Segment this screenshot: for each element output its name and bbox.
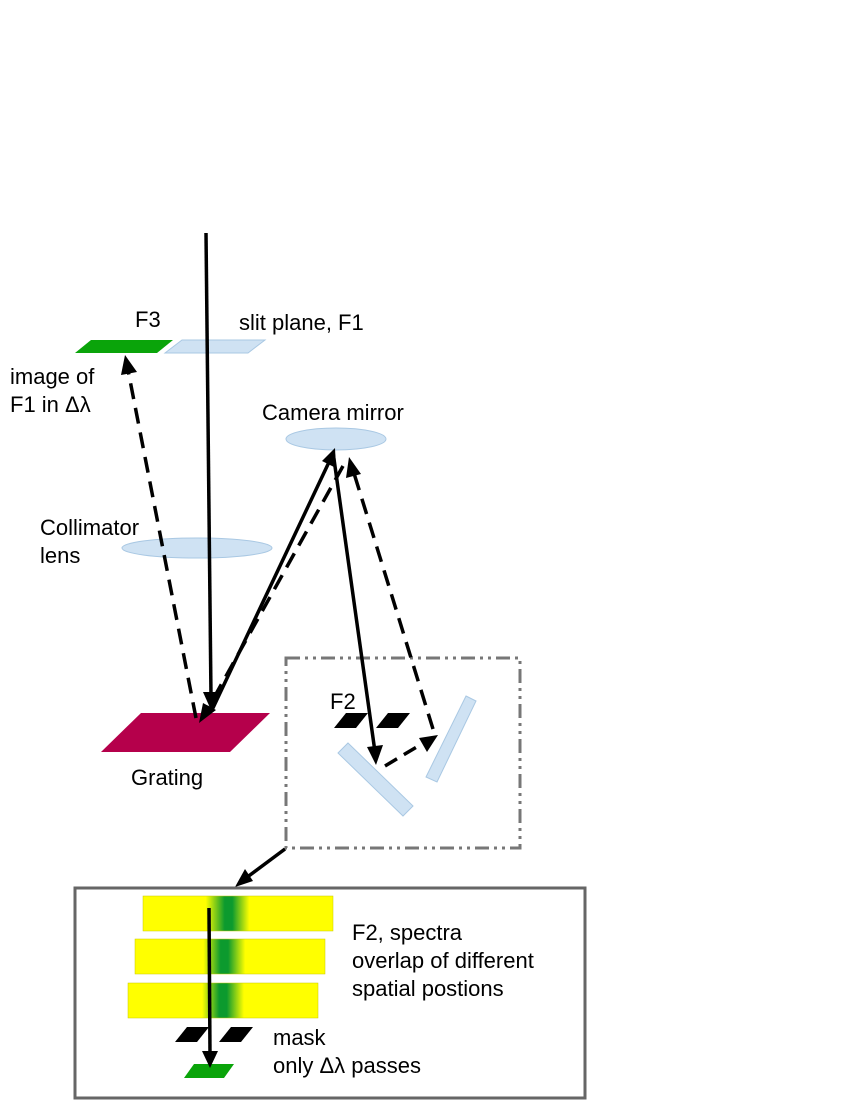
grating-label: Grating bbox=[131, 765, 203, 790]
ray-camera-to-fold bbox=[331, 451, 377, 753]
dashed-ray-camera-to-grating bbox=[204, 465, 345, 713]
f2-mask-left bbox=[334, 713, 368, 728]
inset-label-line1: F2, spectra bbox=[352, 920, 463, 945]
dashed-ray-grating-to-f3-arrowhead bbox=[121, 355, 137, 375]
incoming-ray bbox=[204, 232, 213, 698]
fold-mirror-1 bbox=[337, 742, 414, 817]
dashed-ray-fold2-to-camera-arrowhead bbox=[346, 457, 361, 478]
mask-label-line2: only Δλ passes bbox=[273, 1053, 421, 1078]
camera-mirror bbox=[285, 427, 387, 451]
f3-label: F3 bbox=[135, 307, 161, 332]
inset-label-line3: spatial postions bbox=[352, 976, 504, 1001]
image-of-label-line1: image of bbox=[10, 364, 95, 389]
f2-mask-right bbox=[376, 713, 410, 728]
inset-passband-output bbox=[184, 1064, 234, 1078]
inset-mask-right bbox=[219, 1027, 253, 1042]
slit-plane-label: slit plane, F1 bbox=[239, 310, 364, 335]
ray-camera-to-fold-arrowhead bbox=[367, 745, 383, 765]
collimator-lens bbox=[121, 537, 273, 559]
collimator-label-line1: Collimator bbox=[40, 515, 139, 540]
detail-pointer-arrow bbox=[244, 847, 287, 880]
inset-ray bbox=[207, 907, 212, 1056]
slit-plane-f1 bbox=[163, 339, 267, 354]
f2-label: F2 bbox=[330, 689, 356, 714]
f3-image-plane bbox=[75, 340, 173, 353]
dashed-ray-fold1-to-fold2 bbox=[384, 740, 426, 768]
image-of-label-line2: F1 in Δλ bbox=[10, 392, 91, 417]
dashed-ray-fold1-to-fold2-arrowhead bbox=[419, 735, 438, 752]
dashed-ray-camera-to-grating-arrowhead bbox=[199, 703, 216, 723]
mask-label-line1: mask bbox=[273, 1025, 327, 1050]
collimator-label-line2: lens bbox=[40, 543, 80, 568]
inset-label-line2: overlap of different bbox=[352, 948, 534, 973]
grating bbox=[101, 713, 270, 752]
inset-mask-left bbox=[175, 1027, 209, 1042]
spectrum-strip-3 bbox=[127, 982, 319, 1019]
dashed-ray-grating-to-f3 bbox=[126, 369, 198, 719]
dashed-ray-fold2-to-camera bbox=[351, 469, 435, 730]
fold-mirror-2 bbox=[425, 695, 477, 783]
inset-ray-arrowhead bbox=[202, 1051, 218, 1068]
camera-mirror-label: Camera mirror bbox=[262, 400, 404, 425]
detail-pointer-arrowhead bbox=[235, 869, 253, 887]
spectrum-strip-2 bbox=[134, 938, 326, 975]
detail-box bbox=[284, 656, 522, 850]
spectrum-strip-1 bbox=[142, 895, 334, 932]
